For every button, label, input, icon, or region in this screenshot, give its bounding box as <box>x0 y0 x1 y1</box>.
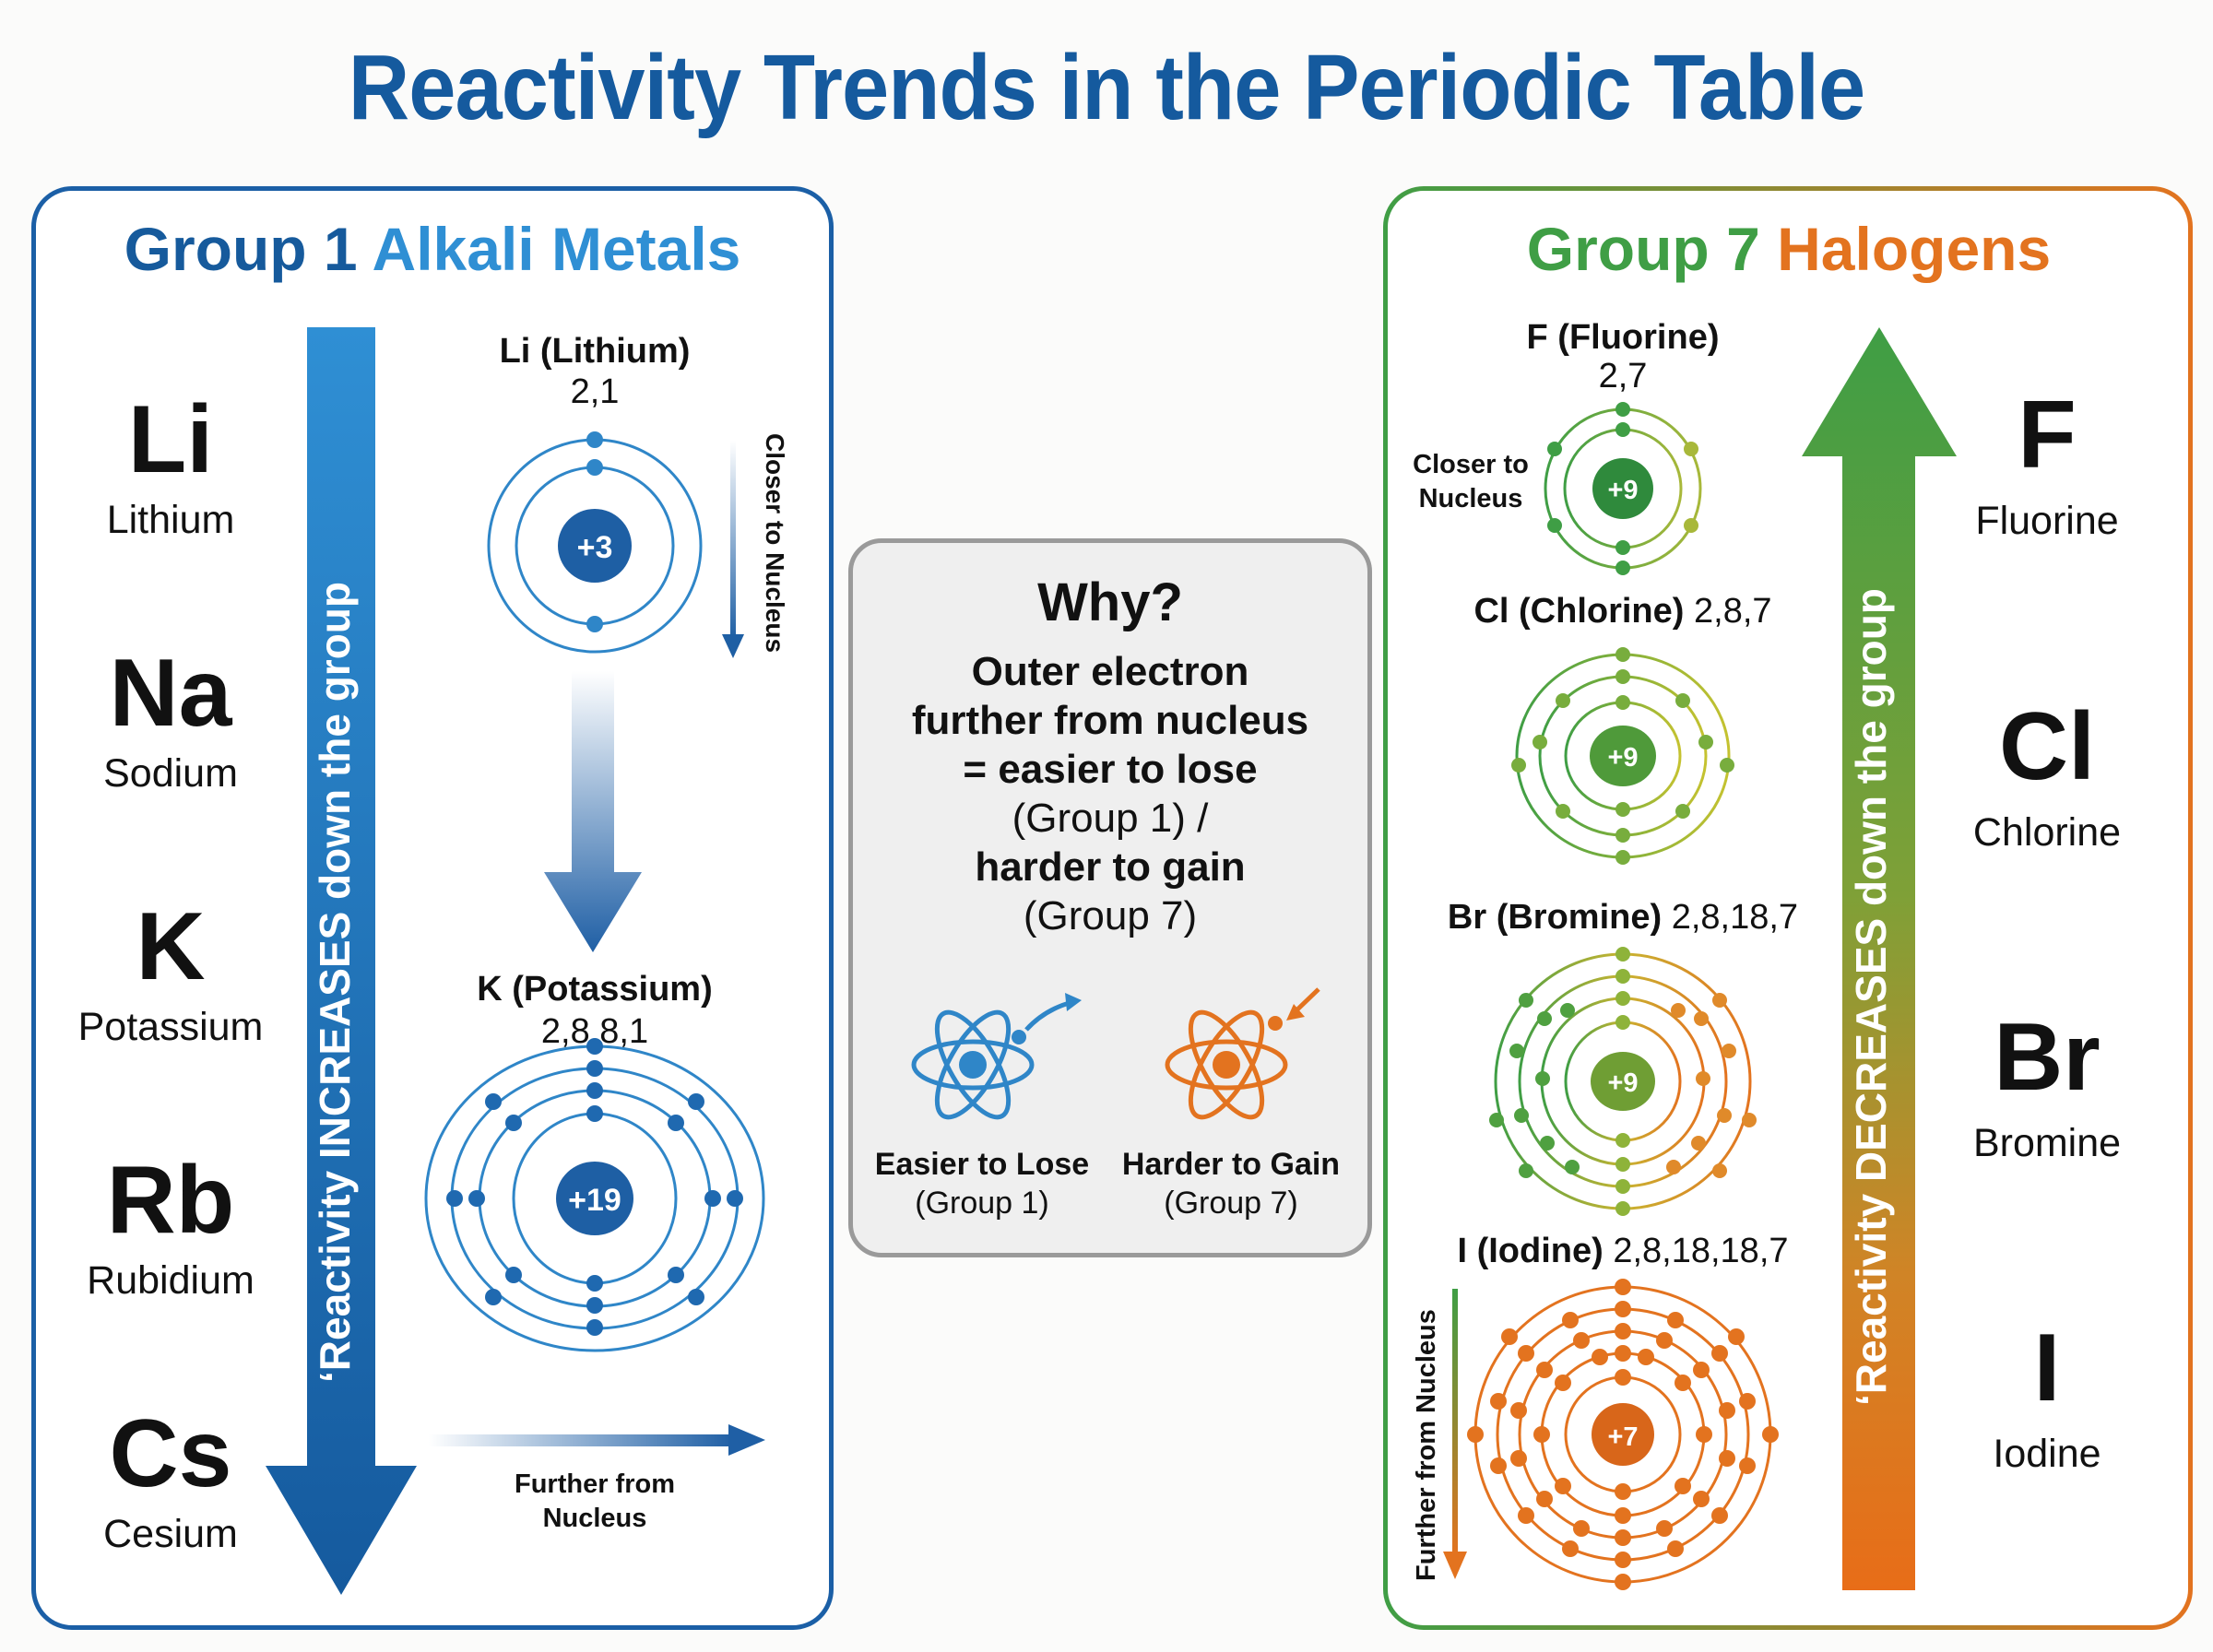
harder-to-gain-sub: (Group 7) <box>1164 1186 1298 1221</box>
atom-heading-i: I (Iodine) 2,8,18,18,7 <box>1420 1232 1826 1271</box>
element-symbol: Cs <box>109 1400 232 1507</box>
atom-label-li: Li (Lithium) <box>499 332 691 371</box>
group1-title-name: Alkali Metals <box>372 215 741 283</box>
element-rb: Rb Rubidium <box>55 1152 286 1301</box>
group1-title: Group 1 Alkali Metals <box>31 214 834 284</box>
element-f: F Fluorine <box>1927 387 2167 541</box>
bromine-atom-diagram: +9 <box>1489 947 1757 1216</box>
element-li: Li Lithium <box>55 392 286 540</box>
nucleus-charge: +9 <box>1607 1068 1638 1098</box>
why-line1: Outer electron <box>971 649 1249 694</box>
element-name: Sodium <box>103 751 238 796</box>
element-symbol: Na <box>109 640 232 747</box>
iodine-atom-diagram: +7 <box>1467 1279 1779 1590</box>
nucleus-charge: +3 <box>577 530 613 565</box>
group7-title: Group 7 Halogens <box>1388 214 2190 284</box>
reactivity-increases-label: ‘Reactivity INCREASES down the group <box>311 582 359 1383</box>
atom-config-br: 2,8,18,7 <box>1671 898 1799 937</box>
reactivity-decreases-label: ‘Reactivity DECREASES down the group <box>1847 588 1895 1406</box>
element-name: Chlorine <box>1972 810 2122 855</box>
further-from-nucleus-label-g7: Further from Nucleus <box>1412 1309 1441 1581</box>
chlorine-atom-diagram: +9 <box>1511 647 1734 865</box>
element-name: Iodine <box>1993 1432 2101 1476</box>
easier-to-lose-label: Easier to Lose <box>874 1147 1090 1182</box>
easier-to-lose-caption: Easier to Lose (Group 1) <box>858 1145 1106 1222</box>
atom-config-li: 2,1 <box>570 372 620 411</box>
atom-config-f: 2,7 <box>1598 357 1648 395</box>
fluorine-atom-diagram: +9 <box>1544 402 1702 575</box>
atom-lose-electron-icon <box>911 993 1082 1120</box>
nucleus-charge: +9 <box>1607 476 1638 505</box>
element-na: Na Sodium <box>55 645 286 794</box>
potassium-atom-diagram: +19 <box>424 1038 765 1352</box>
group7-panel <box>1383 186 2193 1630</box>
group1-panel <box>31 186 834 1630</box>
why-line3: = easier to lose <box>963 747 1258 792</box>
closer-to-nucleus-label-g7: Closer to Nucleus <box>1388 448 1554 516</box>
element-name: Lithium <box>106 498 235 542</box>
element-symbol: I <box>2033 1315 2061 1422</box>
element-i: I Iodine <box>1927 1320 2167 1474</box>
atom-config-i: 2,8,18,18,7 <box>1613 1232 1789 1270</box>
element-name: Rubidium <box>87 1258 254 1303</box>
atom-label-br: Br (Bromine) <box>1447 898 1663 937</box>
closer-arrow-icon <box>722 441 744 658</box>
element-symbol: F <box>2018 382 2077 489</box>
group1-title-number: Group 1 <box>124 215 358 283</box>
closer-line1: Closer to <box>1413 450 1529 479</box>
why-line2: further from nucleus <box>911 698 1309 743</box>
nucleus-charge: +9 <box>1607 743 1638 773</box>
further-from-nucleus-label: Further from Nucleus <box>429 1468 761 1536</box>
atom-label-i: I (Iodine) <box>1457 1232 1604 1270</box>
why-line4: (Group 1) / <box>1012 796 1209 841</box>
element-name: Potassium <box>77 1005 264 1049</box>
further-label-line1: Further from <box>515 1469 675 1499</box>
group7-title-number: Group 7 <box>1526 215 1760 283</box>
nucleus-charge: +19 <box>568 1183 621 1218</box>
element-symbol: Cl <box>1999 693 2095 800</box>
down-arrow-icon <box>544 671 642 952</box>
atom-heading-cl: Cl (Chlorine) 2,8,7 <box>1438 592 1807 631</box>
element-symbol: Br <box>1994 1004 2101 1111</box>
element-symbol: Rb <box>106 1147 235 1254</box>
atom-label-k: K (Potassium) <box>477 970 713 1009</box>
element-k: K Potassium <box>55 899 286 1047</box>
element-name: Fluorine <box>1975 499 2119 543</box>
element-symbol: K <box>136 893 206 1000</box>
nucleus-charge: +7 <box>1607 1422 1638 1452</box>
lithium-atom-diagram: +3 <box>487 431 703 654</box>
reactivity-increases-arrow-icon <box>266 327 417 1595</box>
harder-to-gain-label: Harder to Gain <box>1121 1147 1341 1182</box>
why-line6: (Group 7) <box>1023 893 1198 938</box>
atom-heading-br: Br (Bromine) 2,8,18,7 <box>1420 898 1826 938</box>
element-cs: Cs Cesium <box>55 1406 286 1554</box>
atom-label-f: F (Fluorine) <box>1526 318 1720 357</box>
easier-to-lose-sub: (Group 1) <box>915 1186 1049 1221</box>
page-title: Reactivity Trends in the Periodic Table <box>348 36 1865 139</box>
element-br: Br Bromine <box>1927 1009 2167 1163</box>
atom-config-cl: 2,8,7 <box>1694 592 1772 631</box>
why-panel: Why? Outer electron further from nucleus… <box>848 538 1372 1257</box>
harder-to-gain-caption: Harder to Gain (Group 7) <box>1102 1145 1360 1222</box>
atom-label-cl: Cl (Chlorine) <box>1473 592 1685 631</box>
further-label-line2: Nucleus <box>542 1504 647 1533</box>
further-arrow-icon-g7 <box>1443 1289 1467 1579</box>
why-line5: harder to gain <box>975 844 1246 890</box>
element-name: Cesium <box>103 1512 238 1556</box>
element-cl: Cl Chlorine <box>1927 699 2167 853</box>
group7-title-name: Halogens <box>1777 215 2052 283</box>
reactivity-decreases-arrow-icon <box>1802 327 1957 1590</box>
further-arrow-icon <box>429 1424 765 1456</box>
element-name: Bromine <box>1972 1121 2122 1165</box>
atom-gain-electron-icon <box>1165 987 1320 1120</box>
closer-line2: Nucleus <box>1418 484 1523 513</box>
element-symbol: Li <box>127 386 214 493</box>
why-heading: Why? <box>1037 572 1183 632</box>
closer-to-nucleus-label: Closer to Nucleus <box>761 433 789 654</box>
